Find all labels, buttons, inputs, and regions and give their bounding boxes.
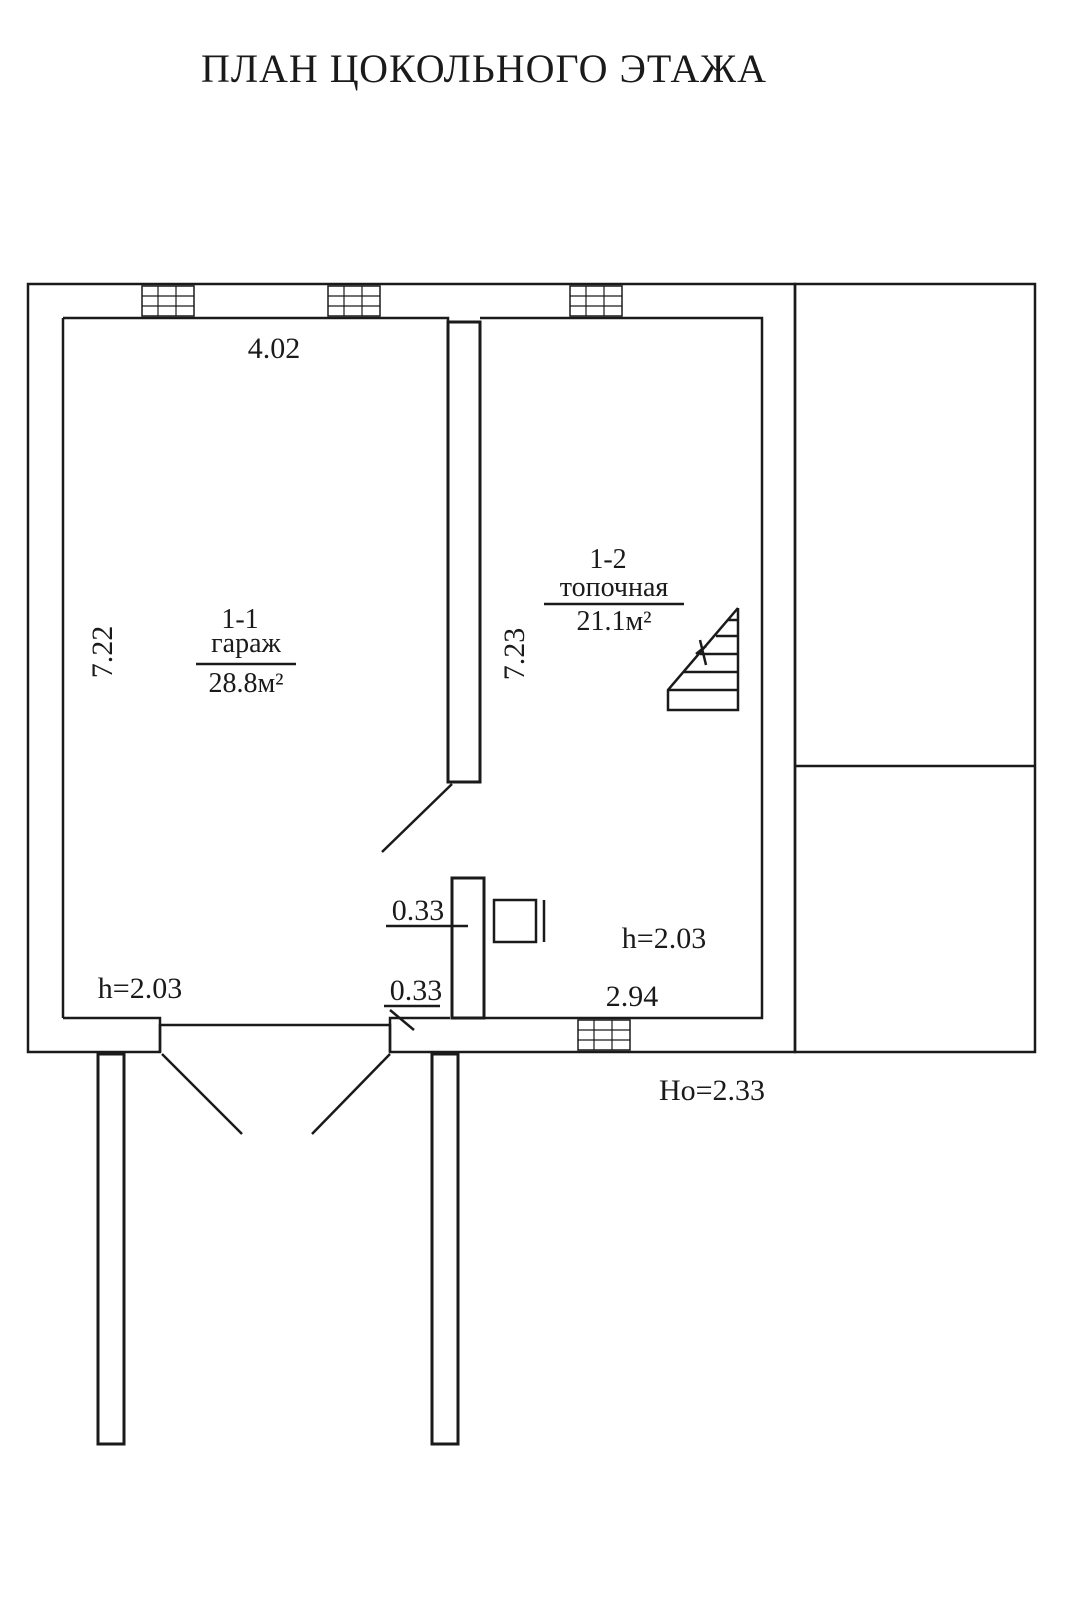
room-boiler-id: 1-2 bbox=[589, 544, 626, 575]
room-garage-id: 1-1 bbox=[221, 604, 258, 635]
door-swing-interior bbox=[381, 783, 453, 853]
driveway-post-left bbox=[96, 1052, 126, 1446]
driveway-post-right bbox=[430, 1052, 460, 1446]
windows bbox=[141, 285, 631, 1051]
boiler-unit bbox=[492, 898, 546, 944]
room-boiler-area: 21.1м² bbox=[576, 606, 651, 637]
staircase bbox=[666, 607, 740, 712]
dim-boiler-length: 7.23 bbox=[498, 628, 531, 681]
height-garage: h=2.03 bbox=[98, 972, 182, 1005]
dim-wall-lower: 0.33 bbox=[390, 974, 443, 1007]
garage-gate bbox=[161, 1009, 415, 1135]
height-floor: Но=2.33 bbox=[659, 1074, 765, 1107]
partition-wall-lower bbox=[450, 876, 486, 1020]
room-garage-name: гараж bbox=[211, 628, 281, 659]
height-boiler: h=2.03 bbox=[622, 922, 706, 955]
dim-wall-upper: 0.33 bbox=[392, 894, 445, 927]
partition-wall-upper bbox=[446, 320, 482, 784]
dim-garage-length: 7.22 bbox=[86, 626, 119, 679]
room-boiler-name: топочная bbox=[560, 572, 669, 603]
annex bbox=[793, 282, 1037, 1054]
plan-title: ПЛАН ЦОКОЛЬНОГО ЭТАЖА bbox=[201, 46, 767, 91]
room-garage-area: 28.8м² bbox=[208, 668, 283, 699]
dim-garage-width: 4.02 bbox=[248, 332, 301, 365]
dim-boiler-width: 2.94 bbox=[606, 980, 659, 1013]
